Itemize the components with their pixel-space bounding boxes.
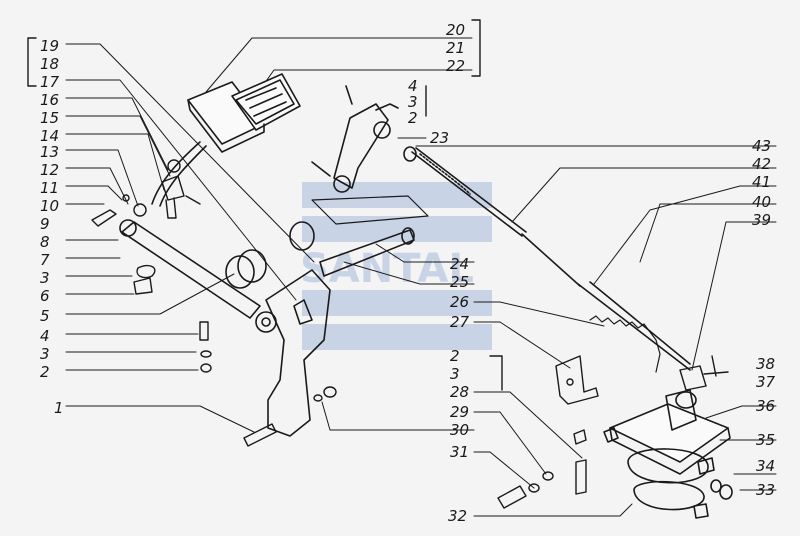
shaft-bracket bbox=[265, 195, 429, 437]
part-label-left-19: 2 bbox=[40, 363, 50, 381]
part-label-right-5: 39 bbox=[752, 211, 772, 229]
part-label-right-7: 25 bbox=[450, 273, 470, 291]
part-label-left-15: 6 bbox=[40, 287, 50, 305]
part-label-left-3: 17 bbox=[40, 73, 60, 91]
part-label-left-12: 8 bbox=[40, 233, 50, 251]
bracket-left bbox=[27, 37, 37, 87]
bottom-bolts bbox=[313, 386, 587, 509]
part-label-left-10: 10 bbox=[40, 197, 60, 215]
part-label-right-13: 29 bbox=[450, 403, 470, 421]
part-label-right-20: 35 bbox=[756, 431, 776, 449]
part-label-top-3: 22 bbox=[446, 57, 466, 75]
part-label-right-3: 41 bbox=[752, 173, 772, 191]
part-label-left-5: 15 bbox=[40, 109, 60, 127]
part-label-top-6: 2 bbox=[408, 109, 418, 127]
part-label-right-18: 37 bbox=[756, 373, 776, 391]
part-label-left-18: 3 bbox=[40, 345, 50, 363]
part-label-right-9: 27 bbox=[450, 313, 470, 331]
part-label-left-11: 9 bbox=[40, 215, 50, 233]
part-label-right-1: 43 bbox=[752, 137, 772, 155]
part-label-right-6: 24 bbox=[450, 255, 470, 273]
part-label-top-5: 3 bbox=[408, 93, 418, 111]
part-label-left-7: 13 bbox=[40, 143, 60, 161]
part-label-right-19: 36 bbox=[756, 397, 776, 415]
upper-lever bbox=[311, 85, 417, 193]
part-label-right-12: 28 bbox=[450, 383, 470, 401]
part-label-top-4: 4 bbox=[408, 77, 418, 95]
part-label-right-22: 33 bbox=[756, 481, 776, 499]
santal-watermark: SANTAL bbox=[300, 182, 492, 350]
spring bbox=[589, 315, 661, 373]
part-label-left-2: 18 bbox=[40, 55, 60, 73]
part-label-right-21: 34 bbox=[756, 457, 776, 475]
part-label-top-1: 20 bbox=[446, 21, 466, 39]
part-label-left-9: 11 bbox=[40, 179, 60, 197]
leaders-right bbox=[205, 37, 777, 517]
part-label-right-10: 2 bbox=[450, 347, 460, 365]
left-small-parts bbox=[91, 159, 277, 447]
pedal-assembly bbox=[151, 73, 301, 207]
part-label-right-4: 40 bbox=[752, 193, 772, 211]
part-label-right-14: 30 bbox=[450, 421, 470, 439]
leaders-left bbox=[65, 43, 315, 433]
part-label-right-15: 31 bbox=[450, 443, 470, 461]
clevis bbox=[679, 355, 729, 391]
lever-arm bbox=[119, 219, 277, 333]
part-label-top-2: 21 bbox=[446, 39, 466, 57]
bracket-2-28 bbox=[489, 355, 503, 391]
bracket-top-right bbox=[471, 19, 481, 77]
part-label-left-16: 5 bbox=[40, 307, 50, 325]
part-label-right-16: 32 bbox=[448, 507, 468, 525]
part-label-left-6: 14 bbox=[40, 127, 60, 145]
part-label-left-1: 19 bbox=[40, 37, 60, 55]
part-label-top-7: 23 bbox=[430, 129, 450, 147]
angle-bracket bbox=[555, 355, 599, 405]
part-label-left-13: 7 bbox=[40, 251, 50, 269]
part-label-left-14: 3 bbox=[40, 269, 50, 287]
part-label-left-20: 1 bbox=[54, 399, 64, 417]
part-label-left-4: 16 bbox=[40, 91, 60, 109]
part-label-right-17: 38 bbox=[756, 355, 776, 373]
part-label-right-2: 42 bbox=[752, 155, 772, 173]
part-label-right-8: 26 bbox=[450, 293, 470, 311]
part-label-left-17: 4 bbox=[40, 327, 50, 345]
rods bbox=[411, 147, 691, 371]
part-label-left-8: 12 bbox=[40, 161, 60, 179]
part-label-right-11: 3 bbox=[450, 365, 460, 383]
brake-valve bbox=[603, 389, 733, 519]
